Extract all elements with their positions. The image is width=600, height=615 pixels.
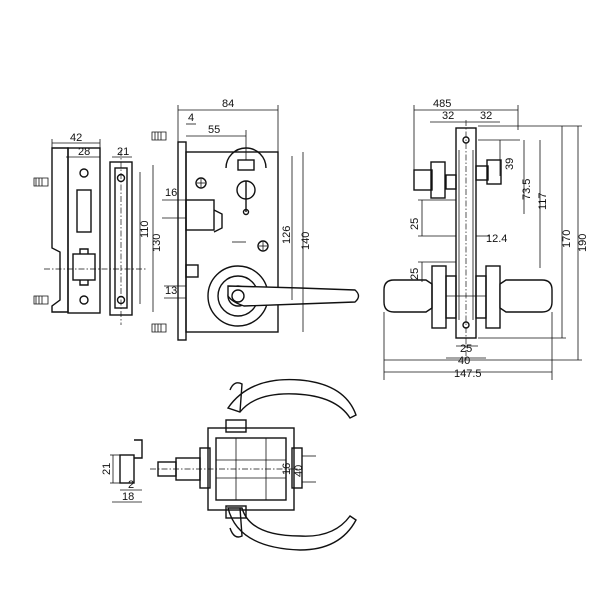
dim-body-126: 126	[281, 226, 293, 244]
dim-body-84: 84	[222, 98, 234, 110]
dim-rosette-485: 485	[433, 98, 451, 110]
dim-strike-inner: 28	[78, 146, 90, 158]
dim-strike-width: 42	[70, 132, 82, 144]
dim-detail-16: 16	[281, 463, 293, 475]
dim-side-18: 18	[122, 491, 134, 503]
dim-half-right-32: 32	[480, 110, 492, 122]
dim-top-73-5: 73.5	[521, 179, 533, 200]
side-view: 485 32 32 39 73.5 117 170 190 25 12.4 25…	[383, 98, 589, 380]
dim-face-4: 4	[188, 112, 194, 124]
dim-faceplate-width: 21	[117, 146, 129, 158]
dim-half-left-32: 32	[442, 110, 454, 122]
dim-side-21: 21	[101, 463, 113, 475]
dim-top-117: 117	[537, 192, 549, 210]
dim-body-140: 140	[300, 232, 312, 250]
dim-spindle-12-4: 12.4	[486, 233, 507, 245]
dim-side-2: 2	[128, 479, 134, 491]
dim-height-170: 170	[561, 230, 573, 248]
dim-strike-130: 130	[151, 234, 163, 252]
dim-door-25-lower: 25	[409, 268, 421, 280]
dim-overall-147-5: 147.5	[454, 368, 482, 380]
dim-bottom-25: 25	[460, 343, 472, 355]
dim-height-190: 190	[577, 234, 589, 252]
lock-body-view: 84 4 55 16 13 126 140	[151, 98, 360, 341]
dim-detail-40: 40	[293, 465, 305, 477]
assembly-view: 21 2 18 16 40	[101, 378, 357, 551]
strike-plate-view: 42 28 21 110 130	[33, 132, 163, 325]
dim-latch-16: 16	[165, 187, 177, 199]
dim-top-39: 39	[504, 158, 516, 170]
dim-backset-55: 55	[208, 124, 220, 136]
dim-spindle-13: 13	[165, 285, 177, 297]
dim-bottom-40: 40	[458, 355, 470, 367]
dim-strike-110: 110	[139, 220, 151, 238]
dim-door-25-upper: 25	[409, 218, 421, 230]
